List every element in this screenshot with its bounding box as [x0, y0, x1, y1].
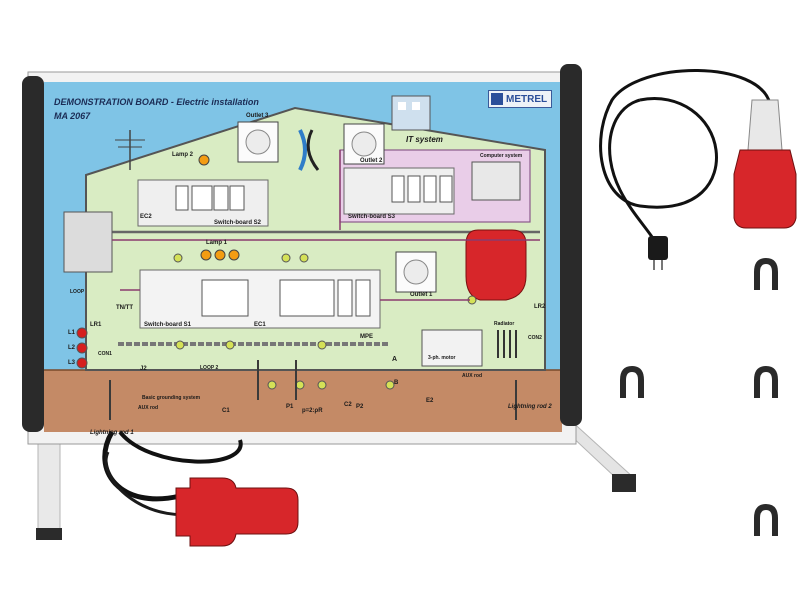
board-title: DEMONSTRATION BOARD - Electric installat…: [54, 97, 259, 107]
label-aux-rod-right: AUX rod: [462, 373, 482, 379]
label-b: B: [394, 380, 399, 386]
label-switchboard-s2: Switch-board S2: [214, 220, 262, 226]
label-loop: LOOP: [70, 289, 85, 295]
label-c2: C2: [344, 402, 352, 408]
label-e2: E2: [426, 398, 434, 404]
label-l3: L3: [68, 360, 76, 366]
label-con2: CON2: [528, 335, 542, 341]
extension-cord: [599, 69, 797, 270]
demo-board: [27, 71, 577, 445]
label-ec2: EC2: [140, 214, 152, 220]
label-con1: CON1: [98, 351, 112, 357]
label-radiator: Radiator: [494, 321, 515, 327]
label-motor: 3-ph. motor: [428, 355, 456, 361]
brand-logo: METREL: [488, 90, 552, 108]
label-lr2: LR2: [534, 304, 546, 310]
label-p2: P2: [356, 404, 364, 410]
label-p2rod: p=2:ρR: [302, 408, 323, 414]
label-l2: L2: [68, 345, 76, 351]
frame-right-post: [560, 64, 582, 426]
label-outlet3: Outlet 3: [246, 113, 269, 119]
label-ec1: EC1: [254, 322, 266, 328]
label-computer-system: Computer system: [480, 153, 523, 159]
label-switchboard-s3: Switch-board S3: [348, 214, 396, 220]
label-c1: C1: [222, 408, 230, 414]
label-tnt: TN/TT: [116, 305, 133, 311]
label-outlet2: Outlet 2: [360, 158, 383, 164]
label-basic-grounding: Basic grounding system: [142, 395, 201, 401]
label-a: A: [392, 356, 398, 363]
label-loop2: LOOP 2: [200, 365, 219, 371]
label-it-system: IT system: [406, 135, 443, 144]
test-links: [620, 258, 778, 536]
label-lamp2: Lamp 2: [172, 152, 194, 158]
label-lr1: LR1: [90, 322, 102, 328]
label-lamp1: Lamp 1: [206, 240, 228, 246]
label-j2: J2: [140, 366, 147, 372]
brand-name: METREL: [506, 93, 548, 105]
brand-mark-icon: [491, 93, 503, 105]
label-lightning-rod1: Lightning rod 1: [90, 430, 134, 436]
frame-left-post: [22, 76, 44, 432]
label-aux-rod-left: AUX rod: [138, 405, 158, 411]
label-lightning-rod2: Lightning rod 2: [508, 404, 552, 410]
board-cable: [102, 430, 299, 547]
label-p1: P1: [286, 404, 294, 410]
board-model: MA 2067: [54, 111, 91, 121]
label-outlet1: Outlet 1: [410, 292, 433, 298]
label-mpe: MPE: [360, 334, 374, 340]
label-l1: L1: [68, 330, 76, 336]
label-switchboard-s1: Switch-board S1: [144, 322, 192, 328]
